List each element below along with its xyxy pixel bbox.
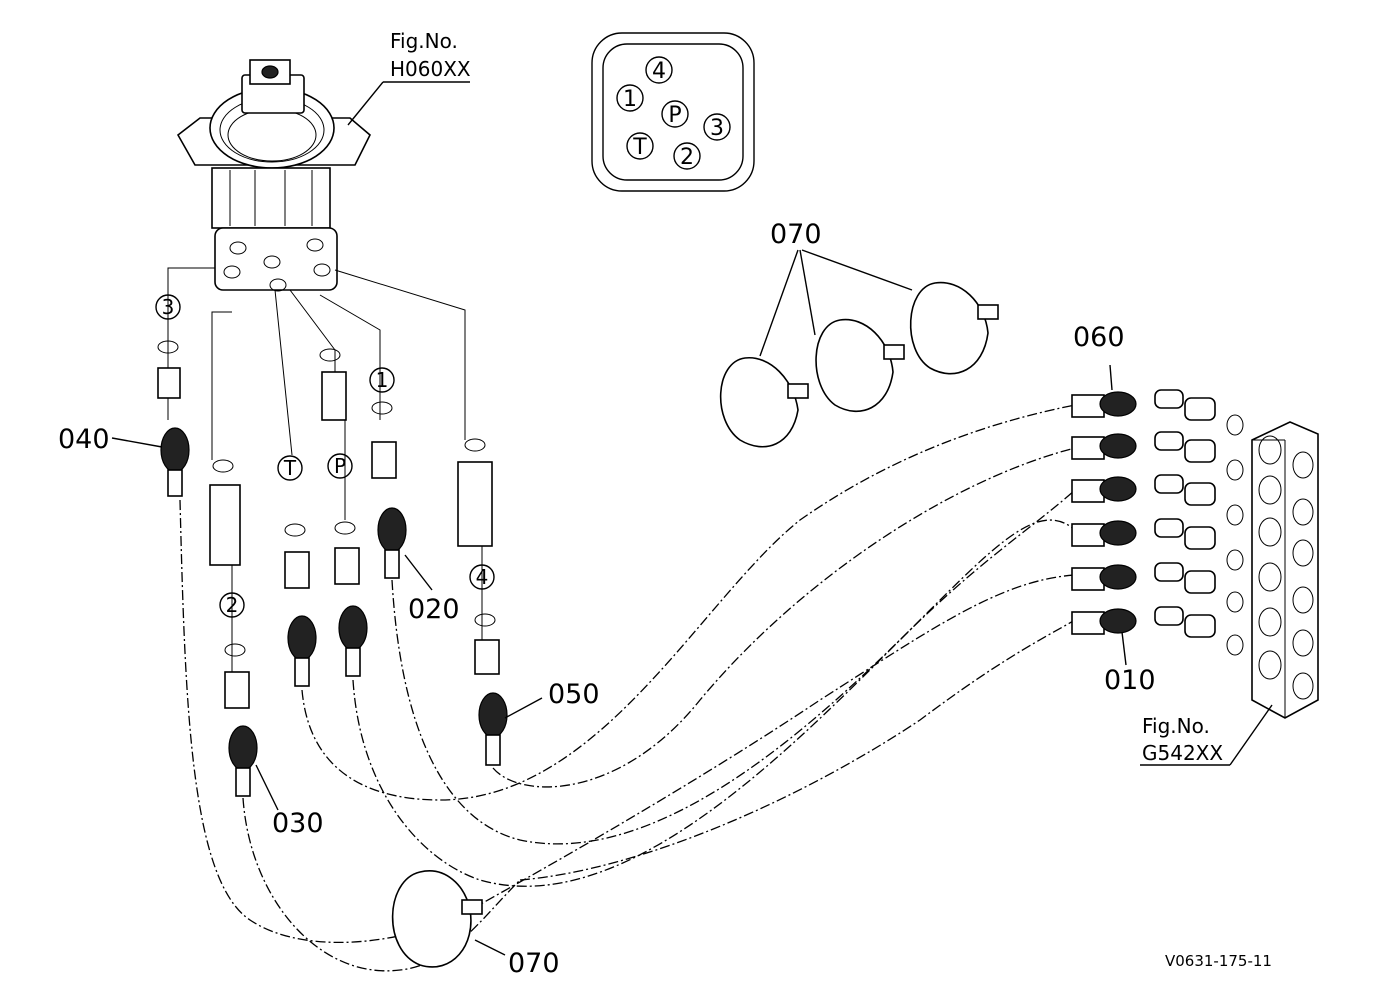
pilot-valve bbox=[176, 59, 371, 292]
part-label-060: 060 bbox=[1073, 322, 1125, 353]
port-t-label: T bbox=[632, 135, 647, 160]
part-label-010: 010 bbox=[1104, 665, 1156, 696]
hose-band-bottom bbox=[391, 870, 483, 968]
fig-ref-block: Fig.No. G542XX bbox=[1140, 704, 1273, 766]
part-label-070-top: 070 bbox=[770, 219, 822, 250]
fig-ref-valve-code: H060XX bbox=[390, 57, 471, 81]
line-marker-p: P bbox=[334, 454, 346, 478]
part-labels: 040 020 030 050 060 010 070 070 bbox=[58, 219, 1156, 979]
fig-ref-valve: Fig.No. H060XX bbox=[347, 29, 471, 126]
fig-ref-valve-caption: Fig.No. bbox=[390, 29, 458, 53]
port-p-label: P bbox=[668, 103, 681, 128]
hoses bbox=[179, 404, 1076, 972]
fittings bbox=[157, 340, 508, 797]
hose-bands-top bbox=[719, 281, 999, 448]
control-valve-block bbox=[1251, 421, 1319, 719]
fig-ref-block-code: G542XX bbox=[1142, 741, 1223, 765]
leader-lines bbox=[111, 249, 1127, 956]
line-marker-2: 2 bbox=[226, 593, 239, 617]
part-label-070-bottom: 070 bbox=[508, 948, 560, 979]
fig-ref-block-caption: Fig.No. bbox=[1142, 714, 1210, 738]
port-1-label: 1 bbox=[623, 87, 637, 112]
port-3-label: 3 bbox=[710, 116, 724, 141]
line-marker-4: 4 bbox=[476, 565, 489, 589]
part-label-050: 050 bbox=[548, 679, 600, 710]
line-marker-3: 3 bbox=[162, 295, 175, 319]
port-4-label: 4 bbox=[652, 59, 666, 84]
drawing-code: V0631-175-11 bbox=[1165, 952, 1272, 970]
part-label-030: 030 bbox=[272, 808, 324, 839]
hose-end-fittings bbox=[1071, 389, 1244, 656]
line-markers: 3 2 T P 1 4 bbox=[155, 294, 495, 618]
line-marker-1: 1 bbox=[376, 368, 389, 392]
part-label-040: 040 bbox=[58, 424, 110, 455]
port-layout-inset: 4 1 P 3 T 2 bbox=[591, 32, 755, 192]
part-label-020: 020 bbox=[408, 594, 460, 625]
line-marker-t: T bbox=[283, 456, 297, 480]
port-2-label: 2 bbox=[680, 145, 694, 170]
